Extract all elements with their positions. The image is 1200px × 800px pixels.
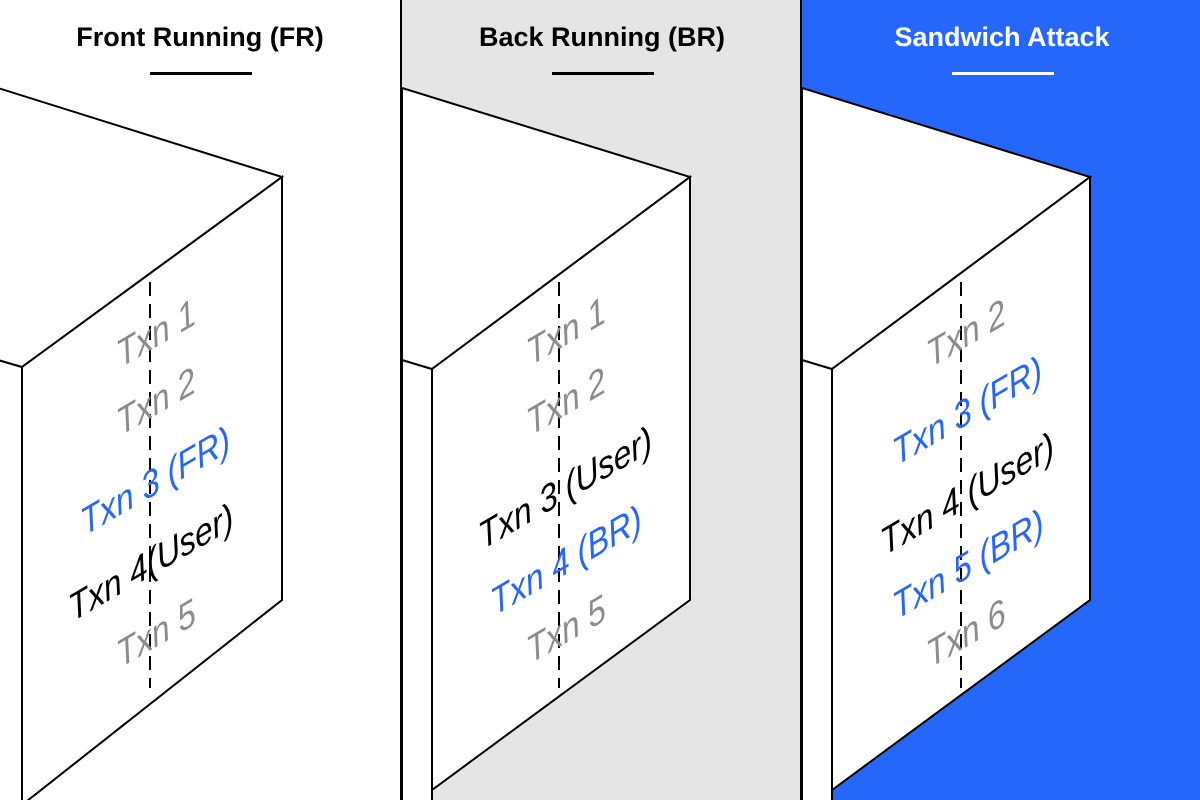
block-cube: Txn 1 Txn 2 Txn 3 (User) Txn 4 (BR) Txn … [402, 86, 693, 800]
back-running-panel: Back Running (BR) Txn 1 Txn 2 Txn 3 (Use… [400, 0, 800, 800]
panel-title: Front Running (FR) [76, 22, 324, 52]
title-underline [150, 72, 252, 75]
title-underline [552, 72, 654, 75]
sandwich-attack-panel: Sandwich Attack Txn 2 Txn 3 (FR) Txn 4 (… [800, 0, 1200, 800]
block-cube: Txn 2 Txn 3 (FR) Txn 4 (User) Txn 5 (BR)… [802, 86, 1093, 800]
panel-title: Back Running (BR) [479, 22, 725, 52]
title-underline [952, 72, 1054, 75]
block-front-face [431, 175, 691, 792]
front-running-panel: Front Running (FR) Txn 1 Txn 2 Txn 3 (FR… [0, 0, 400, 800]
block-front-face [21, 175, 283, 800]
block-side-face [802, 358, 833, 800]
panel-title: Sandwich Attack [894, 22, 1110, 52]
block-side-face [402, 358, 433, 800]
block-side-face [0, 359, 23, 800]
block-cube: Txn 1 Txn 2 Txn 3 (FR) Txn 4(User) Txn 5 [0, 87, 285, 800]
